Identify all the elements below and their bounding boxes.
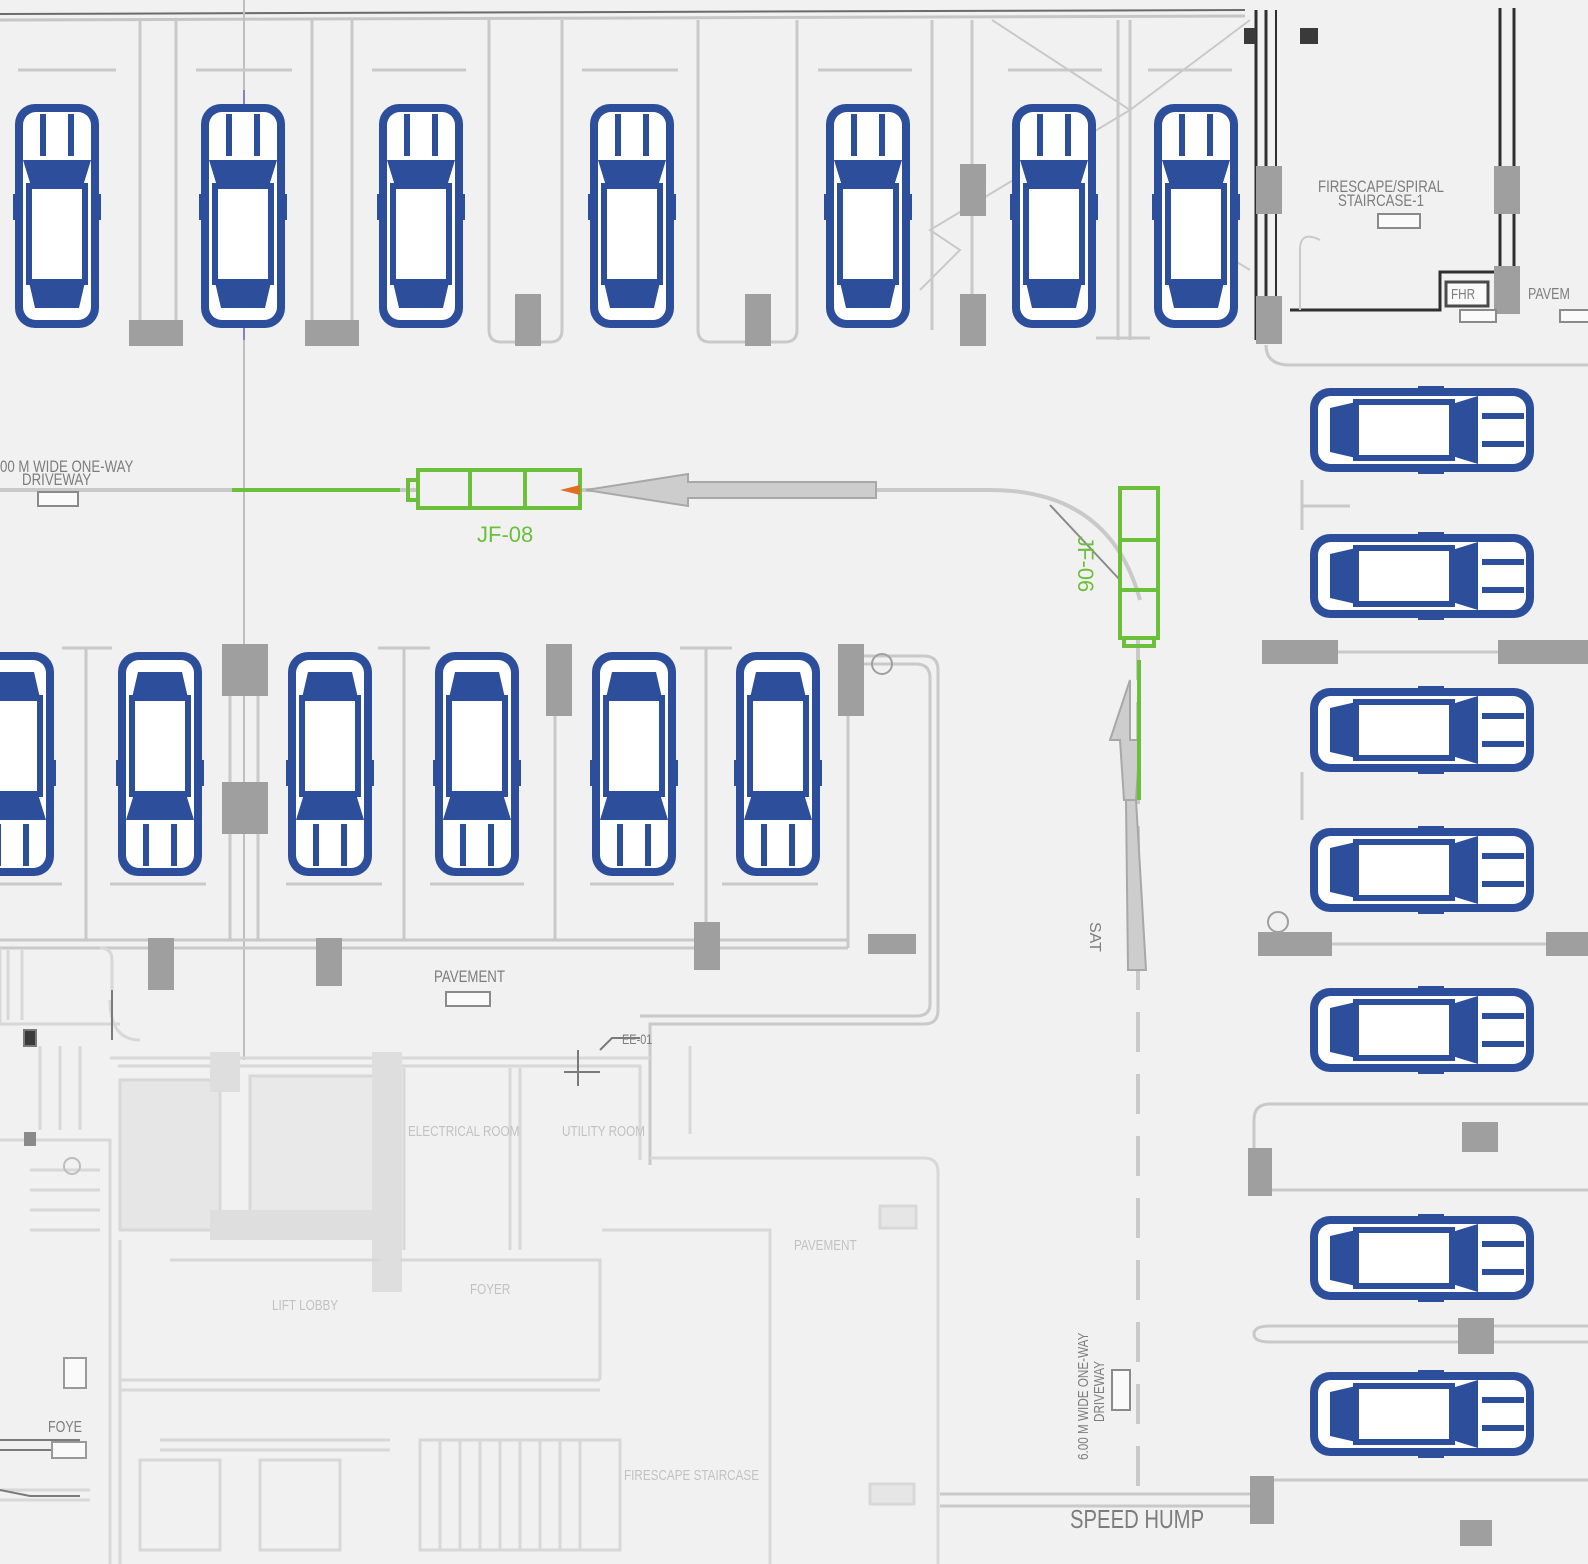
driveway-label-top-2: DRIVEWAY	[22, 470, 92, 489]
car-icon	[1152, 104, 1240, 328]
jf06-label: JF-06	[1073, 536, 1098, 593]
foyer-edge-label: FOYE	[48, 1419, 82, 1436]
car-icon	[1310, 386, 1534, 474]
car-icon	[13, 104, 101, 328]
top-wall	[0, 9, 1246, 22]
car-icon	[1310, 986, 1534, 1074]
car-icon	[0, 652, 56, 876]
car-icon	[1310, 532, 1534, 620]
driveway-label-top: 00 M WIDE ONE-WAY	[0, 457, 134, 476]
core-details	[0, 990, 640, 1497]
sat-label: SAT	[1086, 922, 1103, 952]
car-icon	[588, 104, 676, 328]
jet-fan-jf06	[1118, 486, 1160, 800]
car-icon	[1310, 1370, 1534, 1458]
pavement-label: PAVEMENT	[434, 967, 505, 986]
driveway-label-right-2: DRIVEWAY	[1091, 1360, 1108, 1422]
airflow-arrow-icon	[585, 472, 1148, 971]
utility-room-label: UTILITY ROOM	[562, 1123, 645, 1140]
firescape-label-2: STAIRCASE-1	[1338, 191, 1424, 210]
parking-row-right	[1310, 386, 1534, 1458]
parking-row-middle	[0, 652, 822, 876]
car-icon	[286, 652, 374, 876]
lift-lobby-label: LIFT LOBBY	[272, 1297, 339, 1314]
car-icon	[199, 104, 287, 328]
parking-row-top	[13, 104, 1240, 328]
top-bay-dividers	[18, 20, 1232, 344]
foyer-label: FOYER	[470, 1281, 511, 1298]
car-icon	[116, 652, 204, 876]
car-icon	[590, 652, 678, 876]
ee-label: EE-01	[622, 1031, 653, 1047]
firescape-staircase-label: FIRESCAPE STAIRCASE	[624, 1467, 760, 1484]
driveway-label-right: 6.00 M WIDE ONE-WAY	[1075, 1332, 1092, 1460]
label-tag	[37, 491, 1131, 1411]
car-icon	[734, 652, 822, 876]
jf08-label: JF-08	[477, 522, 534, 547]
car-icon	[824, 104, 912, 328]
jet-fan-jf08	[406, 468, 582, 510]
column-icon	[148, 644, 916, 990]
speed-hump-label: SPEED HUMP	[1070, 1504, 1205, 1534]
building-core	[0, 946, 940, 1564]
car-icon	[377, 104, 465, 328]
car-icon	[1310, 826, 1534, 914]
firescape-staircase	[1244, 8, 1588, 367]
car-icon	[1010, 104, 1098, 328]
pavement-faded-label: PAVEMENT	[794, 1237, 857, 1254]
driveway-centerline	[0, 488, 1142, 1500]
car-icon	[1310, 1214, 1534, 1302]
car-icon	[1310, 686, 1534, 774]
electrical-room-label: ELECTRICAL ROOM	[408, 1123, 520, 1140]
car-icon	[433, 652, 521, 876]
column-icon	[1248, 640, 1588, 1546]
fhr-label: FHR	[1451, 286, 1476, 303]
column-icon	[129, 164, 986, 346]
pavement-edge-label: PAVEM	[1528, 286, 1570, 303]
firescape-label: FIRESCAPE/SPIRAL	[1318, 177, 1445, 196]
